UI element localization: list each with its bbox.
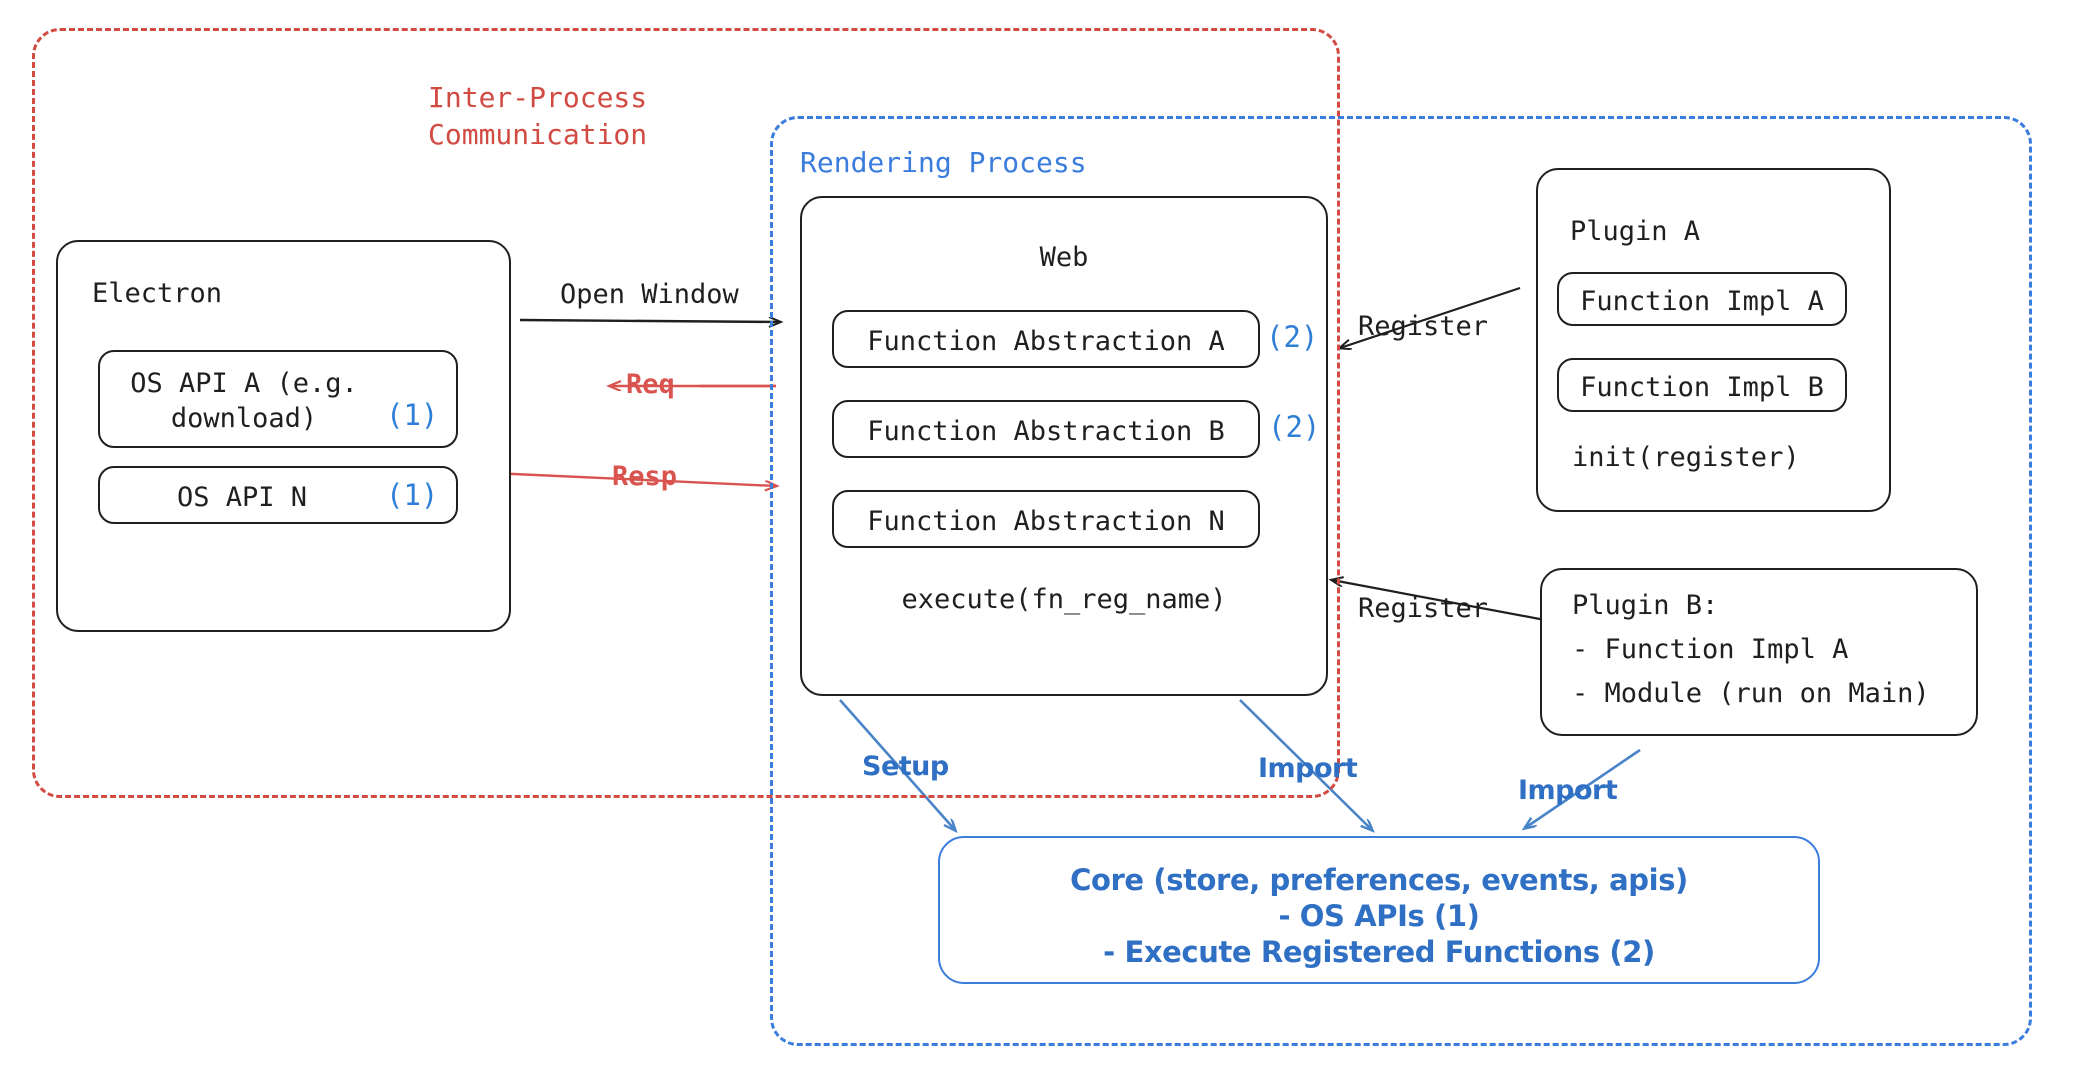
core-line-0: Core (store, preferences, events, apis) [1070, 863, 1688, 897]
function-impl-b-label: Function Impl B [1580, 372, 1824, 403]
function-abstraction-n-label: Function Abstraction N [867, 506, 1225, 537]
plugin-a-box[interactable]: Plugin A [1536, 168, 1891, 512]
function-abstraction-b-box[interactable]: Function Abstraction B [832, 400, 1260, 458]
function-abstraction-a-box[interactable]: Function Abstraction A [832, 310, 1260, 368]
os-api-a-label: OS API A (e.g. download) [130, 368, 358, 435]
core-line-2: - Execute Registered Functions (2) [1103, 935, 1655, 969]
function-abstraction-b-label: Function Abstraction B [867, 416, 1225, 447]
plugin-b-item-0: - Function Impl A [1572, 634, 1849, 665]
function-impl-a-label: Function Impl A [1580, 286, 1824, 317]
os-api-a-box[interactable]: OS API A (e.g. download) [98, 350, 458, 448]
plugin-b-item-1: - Module (run on Main) [1572, 678, 1930, 709]
function-abstraction-a-ref: (2) [1266, 320, 1319, 354]
region-rendering-process [770, 116, 2032, 1046]
function-impl-a-box[interactable]: Function Impl A [1557, 272, 1847, 326]
plugin-a-footer: init(register) [1572, 442, 1800, 473]
function-abstraction-n-box[interactable]: Function Abstraction N [832, 490, 1260, 548]
plugin-b-box[interactable]: Plugin B: - Function Impl A - Module (ru… [1540, 568, 1978, 736]
edge-label-setup: Setup [862, 751, 949, 782]
os-api-n-box[interactable]: OS API N [98, 466, 458, 524]
os-api-n-ref: (1) [386, 478, 439, 512]
function-abstraction-b-ref: (2) [1268, 410, 1321, 444]
region-inter-process-communication [32, 28, 1340, 798]
region-ipc-label: Inter-Process Communication [428, 81, 648, 151]
plugin-b-title: Plugin B: [1572, 590, 1719, 621]
plugin-a-title: Plugin A [1570, 216, 1701, 247]
edge-label-open-window: Open Window [560, 279, 739, 310]
region-rendering-label: Rendering Process [800, 146, 1087, 179]
edge-label-resp: Resp [612, 461, 678, 492]
edge-label-req: Req [626, 369, 675, 400]
os-api-n-label: OS API N [176, 482, 308, 513]
function-impl-b-box[interactable]: Function Impl B [1557, 358, 1847, 412]
web-footer: execute(fn_reg_name) [901, 584, 1227, 615]
web-title: Web [1039, 242, 1089, 273]
edge-label-import-web: Import [1258, 753, 1358, 784]
core-box[interactable]: Core (store, preferences, events, apis) … [938, 836, 1820, 984]
core-line-1: - OS APIs (1) [1278, 899, 1480, 933]
edge-label-register-plugin-b: Register [1358, 593, 1489, 624]
function-abstraction-a-label: Function Abstraction A [867, 326, 1225, 357]
edge-label-register-plugin-a: Register [1358, 311, 1489, 342]
edge-label-import-plugin: Import [1518, 775, 1618, 806]
electron-title: Electron [92, 278, 223, 309]
os-api-a-ref: (1) [386, 398, 439, 432]
